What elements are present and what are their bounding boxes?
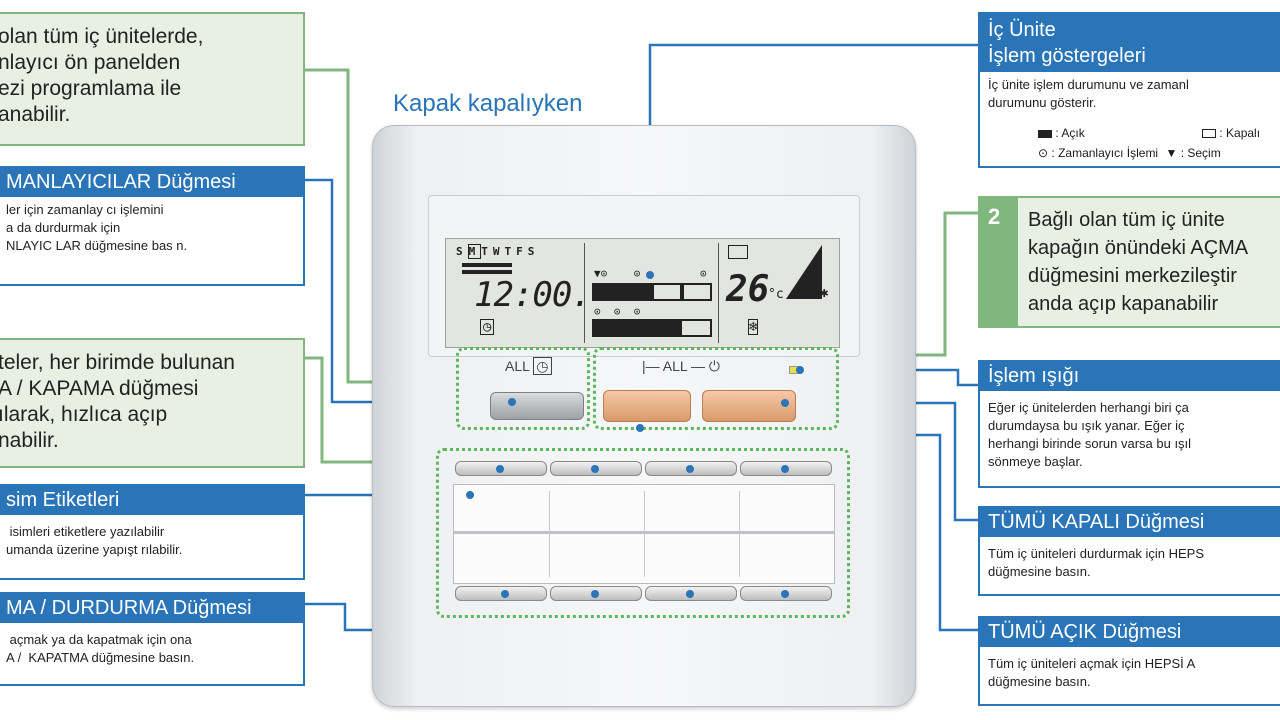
central-control-callout: olan tüm iç ünitelerde, nlayıcı ön panel… xyxy=(0,12,305,146)
connector-dot xyxy=(636,424,644,432)
temperature-display: 26 xyxy=(726,269,770,310)
all-off-button[interactable] xyxy=(702,390,796,422)
timers-button-callout: MANLAYICILAR Düğmesi ler için zamanlay c… xyxy=(0,166,305,286)
legend-timer: ⊙ : Zamanlayıcı İşlemi ▼ : Seçim xyxy=(1038,146,1221,160)
all-on-off-label: |— ALL — ⏻ xyxy=(642,358,720,375)
legend-on-label: : Açık xyxy=(1055,126,1085,140)
all-on-title: TÜMÜ AÇIK Düğmesi xyxy=(980,618,1280,647)
clock-icon: ◷ xyxy=(480,319,495,335)
unit-on-segment xyxy=(592,283,652,301)
clock-display: 12:00. xyxy=(474,275,592,315)
each-unit-text: teler, her birimde bulunan A / KAPAMA dü… xyxy=(0,351,235,452)
connector-dot xyxy=(646,271,654,279)
connector-dot xyxy=(796,366,804,374)
fan-icon: ✱ xyxy=(820,285,829,301)
label-divider xyxy=(644,491,645,577)
fan-speed-icon xyxy=(786,245,822,299)
all-off-title: TÜMÜ KAPALI Düğmesi xyxy=(980,508,1280,537)
weekday-row: SMTWTFS xyxy=(456,244,540,259)
connector-dot xyxy=(591,465,599,473)
legend-off: : Kapalı xyxy=(1202,126,1260,140)
timer-button-group-highlight xyxy=(456,347,590,430)
unit-off-segment xyxy=(652,283,682,301)
timers-button-description: ler için zamanlay cı işlemini a da durdu… xyxy=(6,202,188,253)
day-label: S xyxy=(527,245,540,258)
connected-units-text: Bağlı olan tüm iç ünite kapağın önündeki… xyxy=(1028,209,1249,315)
connector-dot xyxy=(781,465,789,473)
all-on-callout: TÜMÜ AÇIK Düğmesi Tüm iç üniteleri açmak… xyxy=(978,616,1280,706)
operation-light-description: Eğer iç ünitelerden herhangi biri ça dur… xyxy=(988,400,1192,469)
lcd-divider xyxy=(584,243,585,343)
mode-icon: ❄ xyxy=(748,319,759,335)
legend-select-label: : Seçim xyxy=(1180,146,1221,160)
start-stop-description: açmak ya da kapatmak için ona A / KAPATM… xyxy=(6,632,195,665)
name-label-area xyxy=(453,484,835,584)
start-stop-title: MA / DURDURMA Düğmesi xyxy=(0,594,303,623)
unit-off-segment xyxy=(682,283,712,301)
all-off-callout: TÜMÜ KAPALI Düğmesi Tüm iç üniteleri dur… xyxy=(978,506,1280,596)
lcd-screen: SMTWTFS 12:00. ◷ ▼⊙ ⊙ ⊙ ⊙ ⊙ ⊙ 26 °c ✱ ❄ xyxy=(445,238,840,348)
legend-on: : Açık xyxy=(1038,126,1085,140)
select-indicator-icon: ▼ xyxy=(1165,146,1178,160)
label-divider xyxy=(739,491,740,577)
day-label-selected: M xyxy=(467,244,482,259)
each-unit-callout: teler, her birimde bulunan A / KAPAMA dü… xyxy=(0,338,305,468)
temperature-unit: °c xyxy=(768,287,784,302)
name-labels-callout: sim Etiketleri isimleri etiketlere yazıl… xyxy=(0,484,305,580)
operation-light-callout: İşlem ışığı Eğer iç ünitelerden herhangi… xyxy=(978,360,1280,488)
lcd-divider xyxy=(718,243,719,343)
power-indicator-icon xyxy=(728,245,748,259)
day-label: T xyxy=(504,245,517,258)
all-timer-label: ALL ◷ xyxy=(505,357,552,375)
legend-timer-label: : Zamanlayıcı İşlemi xyxy=(1051,146,1159,160)
timer-indicator-icon: ⊙ xyxy=(1038,146,1049,160)
unit-off-segment xyxy=(680,319,712,337)
off-symbol-icon: — ⏻ xyxy=(691,358,721,374)
connector-dot xyxy=(591,590,599,598)
label-divider xyxy=(549,491,550,577)
diagram-caption: Kapak kapalıyken xyxy=(393,90,583,117)
name-labels-title: sim Etiketleri xyxy=(0,486,303,515)
start-stop-callout: MA / DURDURMA Düğmesi açmak ya da kapatm… xyxy=(0,592,305,686)
indicators-callout: İç Ünite İşlem göstergeleri İç ünite işl… xyxy=(978,12,1280,168)
name-labels-description: isimleri etiketlere yazılabilir umanda ü… xyxy=(6,524,183,557)
all-timer-label-text: ALL xyxy=(505,358,530,374)
legend-off-label: : Kapalı xyxy=(1219,126,1261,140)
all-timers-button[interactable] xyxy=(490,392,584,420)
all-button-group-highlight xyxy=(593,347,839,430)
connector-dot xyxy=(781,590,789,598)
step-number: 2 xyxy=(988,204,1001,229)
all-on-off-label-text: ALL xyxy=(662,358,688,374)
day-label: F xyxy=(516,245,528,258)
unit-button-group-highlight xyxy=(436,448,850,618)
all-on-description: Tüm iç üniteleri açmak için HEPSİ A düğm… xyxy=(988,656,1196,689)
day-bar xyxy=(462,263,512,267)
connector-dot xyxy=(781,399,789,407)
on-symbol-icon: |— xyxy=(642,358,660,374)
indicators-title: İç Ünite İşlem göstergeleri xyxy=(980,14,1280,72)
timers-button-title: MANLAYICILAR Düğmesi xyxy=(0,168,303,197)
day-label: T xyxy=(481,245,493,258)
day-label: S xyxy=(456,245,468,258)
day-label: W xyxy=(492,245,505,258)
all-off-description: Tüm iç üniteleri durdurmak için HEPS düğ… xyxy=(988,546,1205,579)
timer-marks: ⊙ ⊙ ⊙ xyxy=(594,305,641,318)
connected-units-callout: 2 Bağlı olan tüm iç ünite kapağın önünde… xyxy=(978,196,1280,328)
off-indicator-icon xyxy=(1202,129,1216,139)
day-bar xyxy=(462,270,512,274)
on-indicator-icon xyxy=(1038,129,1052,138)
operation-light-title: İşlem ışığı xyxy=(980,362,1280,391)
connector-dot xyxy=(501,590,509,598)
all-on-button[interactable] xyxy=(603,390,691,422)
indicators-description: İç ünite işlem durumunu ve zamanl durumu… xyxy=(988,77,1189,110)
connector-dot xyxy=(508,398,516,406)
connector-dot xyxy=(686,465,694,473)
connector-dot xyxy=(466,491,474,499)
connector-dot xyxy=(686,590,694,598)
connector-dot xyxy=(496,465,504,473)
central-control-text: olan tüm iç ünitelerde, nlayıcı ön panel… xyxy=(0,25,204,126)
timer-icon: ◷ xyxy=(533,357,552,375)
unit-on-segment xyxy=(592,319,680,337)
